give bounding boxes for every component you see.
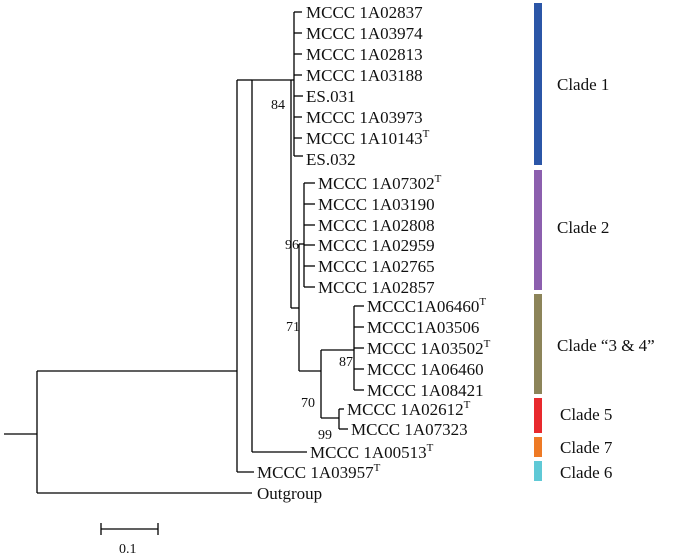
bootstrap-value: 96 (285, 238, 299, 253)
taxon-label: MCCC 1A02959 (318, 236, 435, 255)
clade-7-bar (534, 437, 542, 457)
clade-3-4-label: Clade “3 & 4” (557, 336, 655, 355)
bootstrap-value: 71 (286, 320, 300, 335)
taxon-label: ES.031 (306, 87, 356, 106)
taxon-label: MCCC 1A02765 (318, 257, 435, 276)
taxon-label: MCCC 1A02813 (306, 45, 423, 64)
scale-bar: 0.1 (100, 523, 159, 557)
taxon-label: MCCC 1A03974 (306, 24, 423, 43)
taxon-label: MCCC1A06460T (367, 296, 486, 316)
taxon-label: MCCC1A03506 (367, 318, 479, 337)
type-strain-mark: T (374, 462, 381, 474)
taxon-label: Outgroup (257, 484, 322, 503)
clade-2-bar (534, 170, 542, 290)
taxon-label: MCCC 1A00513T (310, 442, 434, 462)
clade-2-label: Clade 2 (557, 218, 609, 237)
type-strain-mark: T (479, 296, 486, 308)
taxon-label: MCCC 1A02612T (347, 399, 471, 419)
bootstrap-value: 70 (301, 396, 315, 411)
bootstrap-values: 84 96 71 87 70 99 (271, 98, 353, 443)
taxon-label: MCCC 1A02837 (306, 3, 423, 22)
taxon-label: MCCC 1A07302T (318, 173, 442, 193)
clade-5-label: Clade 5 (560, 405, 612, 424)
taxon-label: MCCC 1A06460 (367, 360, 484, 379)
taxon-label: MCCC 1A07323 (351, 420, 468, 439)
taxon-label: ES.032 (306, 150, 356, 169)
clade-3-4-bar (534, 294, 542, 394)
scale-bar-label: 0.1 (119, 542, 137, 557)
taxon-label: MCCC 1A02808 (318, 216, 435, 235)
clade-1-bar (534, 3, 542, 165)
clade-1-label: Clade 1 (557, 75, 609, 94)
bootstrap-value: 84 (271, 98, 285, 113)
type-strain-mark: T (423, 128, 430, 140)
tree-branches (4, 11, 364, 494)
type-strain-mark: T (464, 399, 471, 411)
type-strain-mark: T (435, 173, 442, 185)
taxon-label: MCCC 1A10143T (306, 128, 430, 148)
type-strain-mark: T (484, 338, 491, 350)
clade-annotations: Clade 1 Clade 2 Clade “3 & 4” Clade 5 Cl… (534, 3, 655, 482)
taxon-label: MCCC 1A03973 (306, 108, 423, 127)
bootstrap-value: 99 (318, 428, 332, 443)
taxon-label: MCCC 1A03188 (306, 66, 423, 85)
taxon-label: MCCC 1A08421 (367, 381, 484, 400)
taxon-label: MCCC 1A03190 (318, 195, 435, 214)
taxon-label: MCCC 1A03502T (367, 338, 491, 358)
bootstrap-value: 87 (339, 355, 353, 370)
type-strain-mark: T (427, 442, 434, 454)
clade-5-bar (534, 398, 542, 433)
taxon-label: MCCC 1A03957T (257, 462, 381, 482)
clade-6-bar (534, 461, 542, 481)
taxon-labels: MCCC 1A02837 MCCC 1A03974 MCCC 1A02813 M… (257, 3, 491, 503)
taxon-label: MCCC 1A02857 (318, 278, 435, 297)
clade-7-label: Clade 7 (560, 438, 613, 457)
clade-6-label: Clade 6 (560, 463, 612, 482)
